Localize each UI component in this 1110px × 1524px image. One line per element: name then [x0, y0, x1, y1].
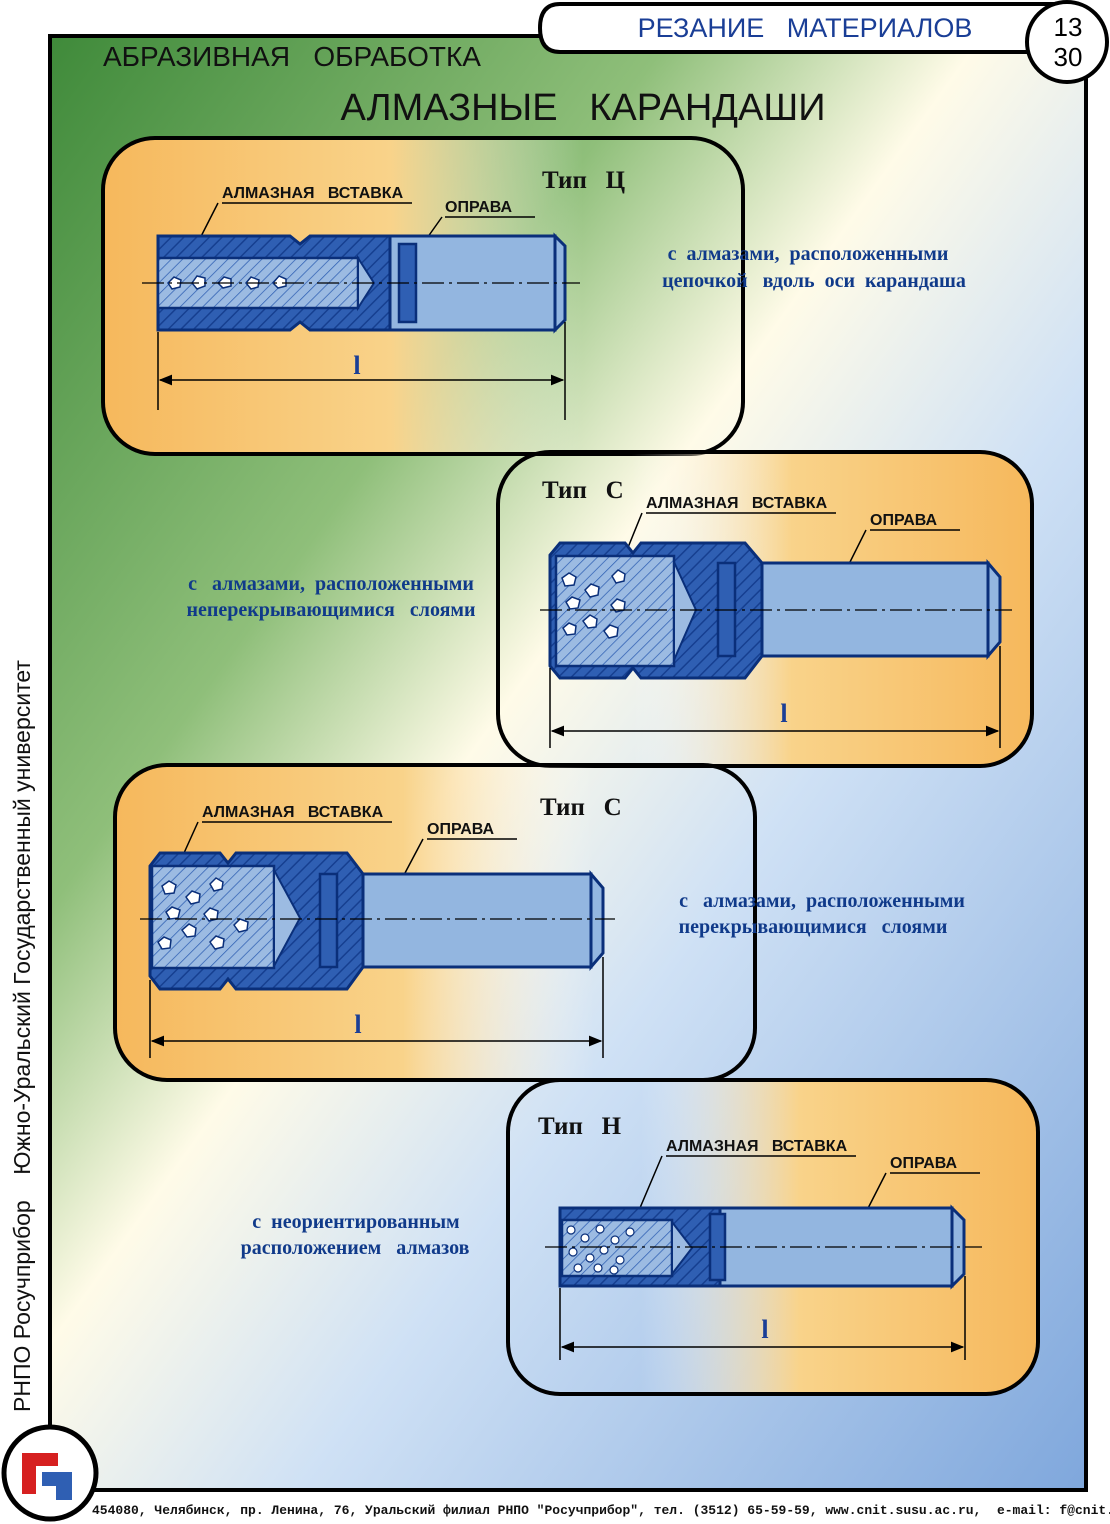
description-line1: с алмазами, расположенными [668, 243, 949, 265]
holder-label: ОПРАВА [427, 821, 495, 838]
pencil-drawing [545, 1204, 982, 1290]
description-line2: неперекрывающимися слоями [186, 599, 475, 621]
insert-label: АЛМАЗНАЯ ВСТАВКА [202, 804, 384, 821]
page-number-badge [1025, 0, 1109, 84]
length-label: l [761, 1315, 768, 1344]
type-label: Тип Ц [542, 167, 626, 194]
page-subtitle: АБРАЗИВНАЯ ОБРАБОТКА [103, 41, 481, 72]
insert-label: АЛМАЗНАЯ ВСТАВКА [222, 185, 404, 202]
length-label: l [353, 351, 360, 380]
panel-type-s-overlapping: Тип С АЛМАЗНАЯ ВСТАВКА ОПРАВА [113, 763, 965, 1082]
panel-type-c-chain: Тип Ц АЛМАЗНАЯ ВСТАВКА ОПРАВА [101, 136, 966, 456]
page-number-top: 13 [1054, 12, 1083, 42]
type-label: Тип Н [538, 1113, 622, 1140]
description-line1: с алмазами, расположенными [188, 573, 474, 595]
page-title: АЛМАЗНЫЕ КАРАНДАШИ [340, 87, 825, 129]
page-number-bottom: 30 [1054, 42, 1083, 72]
length-label: l [780, 699, 787, 728]
description-line2: цепочкой вдоль оси карандаша [662, 270, 966, 292]
description-line2: перекрывающимися слоями [679, 916, 948, 938]
insert-label: АЛМАЗНАЯ ВСТАВКА [646, 495, 828, 512]
length-label: l [354, 1010, 361, 1039]
pencil-drawing [540, 541, 1012, 680]
header-tab [537, 2, 1062, 54]
pencil-drawing [142, 232, 580, 334]
insert-label: АЛМАЗНАЯ ВСТАВКА [666, 1138, 848, 1155]
description-line2: расположением алмазов [241, 1237, 470, 1259]
section-title: РЕЗАНИЕ МАТЕРИАЛОВ [638, 13, 973, 43]
side-text: РНПО Росучприбор Южно-Уральский Государс… [9, 660, 35, 1412]
holder-label: ОПРАВА [445, 199, 513, 216]
logo [1, 1424, 99, 1522]
pencil-drawing [140, 851, 615, 991]
description-line1: с неориентированным [252, 1211, 459, 1233]
footer-address: 454080, Челябинск, пр. Ленина, 76, Ураль… [92, 1503, 1110, 1518]
type-label: Тип С [542, 477, 624, 504]
holder-label: ОПРАВА [870, 512, 938, 529]
type-label: Тип С [540, 794, 622, 821]
panel-type-n-random: Тип Н АЛМАЗНАЯ ВСТАВКА ОПРАВА [241, 1078, 1040, 1396]
panel-type-s-layers: Тип С АЛМАЗНАЯ ВСТАВКА ОПРАВА [186, 450, 1034, 768]
description-line1: с алмазами, расположенными [679, 890, 965, 912]
holder-label: ОПРАВА [890, 1155, 958, 1172]
